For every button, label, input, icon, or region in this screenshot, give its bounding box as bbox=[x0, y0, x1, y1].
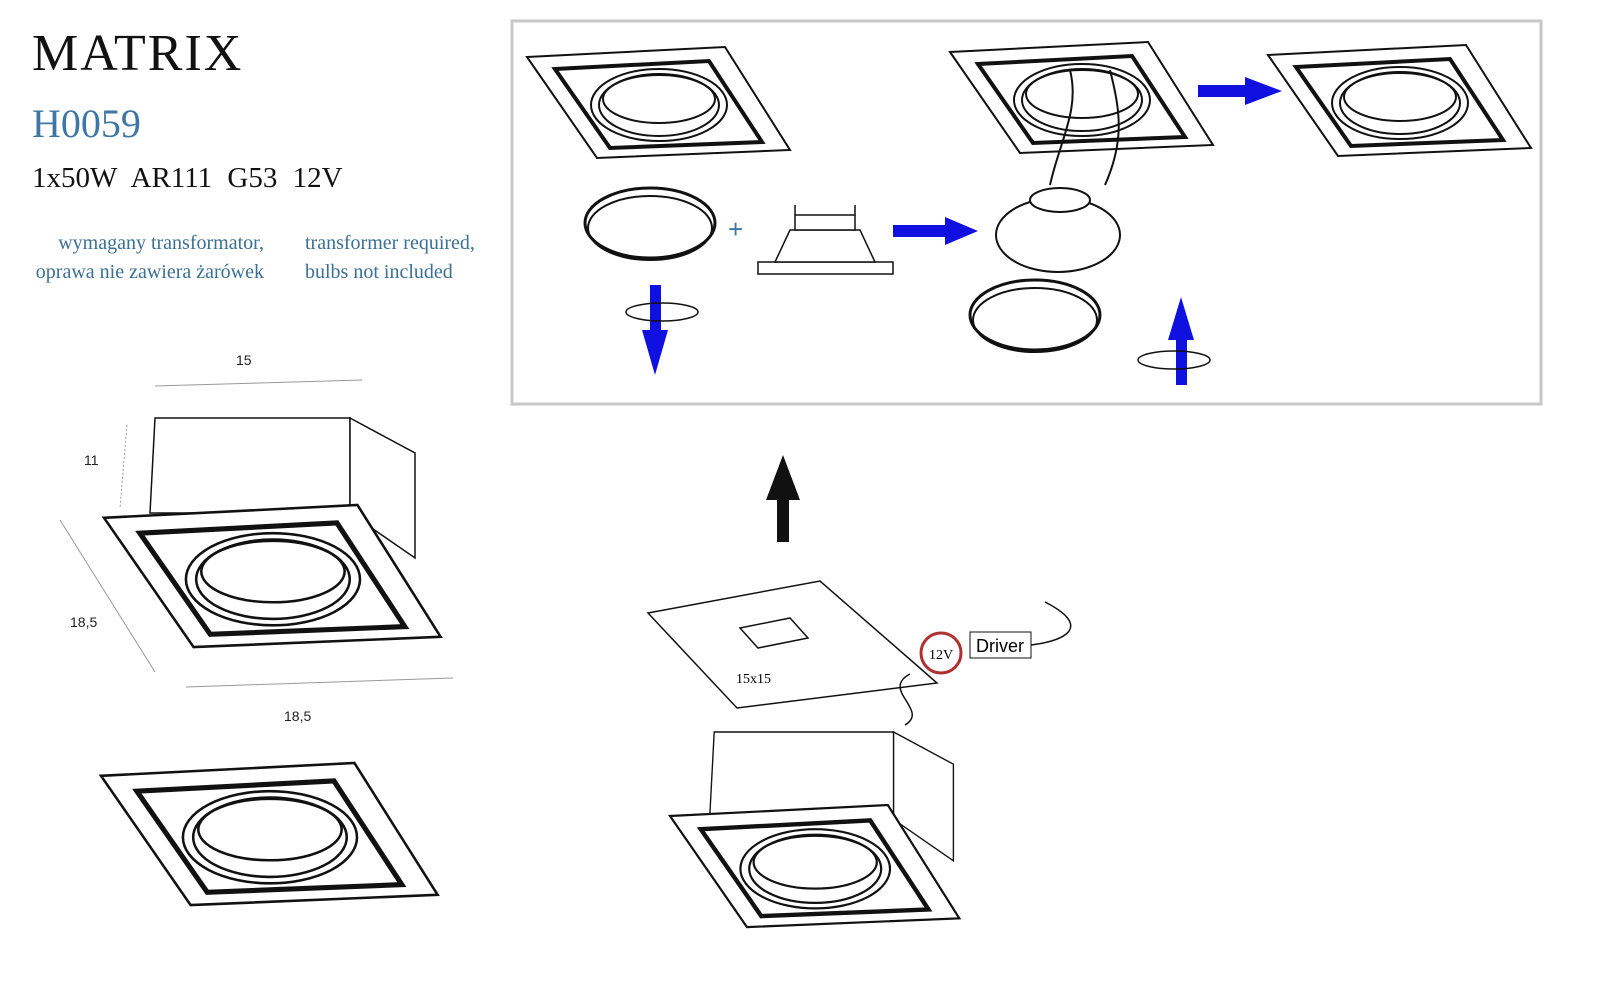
note-en-line2: bulbs not included bbox=[305, 261, 453, 283]
arrows-blue bbox=[642, 77, 1282, 385]
note-en-line1: transformer required, bbox=[305, 232, 475, 254]
instruction-panel bbox=[510, 19, 1543, 406]
arrow-down-icon bbox=[642, 285, 668, 375]
driver-label: Driver bbox=[976, 636, 1024, 656]
product-code: H0059 bbox=[32, 101, 141, 146]
voltage-label: 12V bbox=[929, 648, 953, 663]
trim-step3 bbox=[948, 40, 1215, 155]
dim-width-bottom: 18,5 bbox=[284, 708, 312, 724]
arrow-up-icon bbox=[1168, 297, 1194, 385]
retaining-ring-2 bbox=[968, 278, 1102, 354]
trim-step4 bbox=[1266, 43, 1533, 158]
ceiling-panel bbox=[646, 580, 1072, 726]
product-specs: 1x50W AR111 G53 12V bbox=[32, 162, 343, 194]
rotate-icon bbox=[625, 302, 699, 322]
voltage-circle bbox=[919, 631, 963, 675]
bulb-icon bbox=[757, 205, 894, 275]
fixture-bottom bbox=[101, 763, 438, 905]
fixture-installed bbox=[670, 731, 959, 927]
dim-height: 11 bbox=[84, 452, 99, 468]
arrow-up-black-icon bbox=[766, 455, 800, 542]
dim-depth: 18,5 bbox=[70, 614, 98, 630]
note-english: transformer required, bulbs not included bbox=[305, 229, 475, 287]
cutout-label: 15x15 bbox=[736, 672, 771, 687]
note-polish: wymagany transformator, oprawa nie zawie… bbox=[14, 229, 264, 287]
arrow-right-icon bbox=[1198, 77, 1282, 105]
arrow-right-icon bbox=[893, 217, 978, 245]
trim-step1 bbox=[525, 45, 792, 160]
fixture-dimensioned bbox=[59, 379, 454, 688]
driver-box bbox=[969, 631, 1032, 659]
rotate-icon bbox=[1137, 350, 1211, 370]
product-name: MATRIX bbox=[32, 25, 244, 82]
note-pl-line1: wymagany transformator, bbox=[58, 232, 264, 254]
note-pl-line2: oprawa nie zawiera żarówek bbox=[35, 261, 264, 283]
lamp-with-wires bbox=[995, 69, 1121, 273]
dim-width-top: 15 bbox=[236, 352, 252, 368]
retaining-ring bbox=[583, 186, 717, 262]
plus-sign: + bbox=[728, 214, 743, 244]
